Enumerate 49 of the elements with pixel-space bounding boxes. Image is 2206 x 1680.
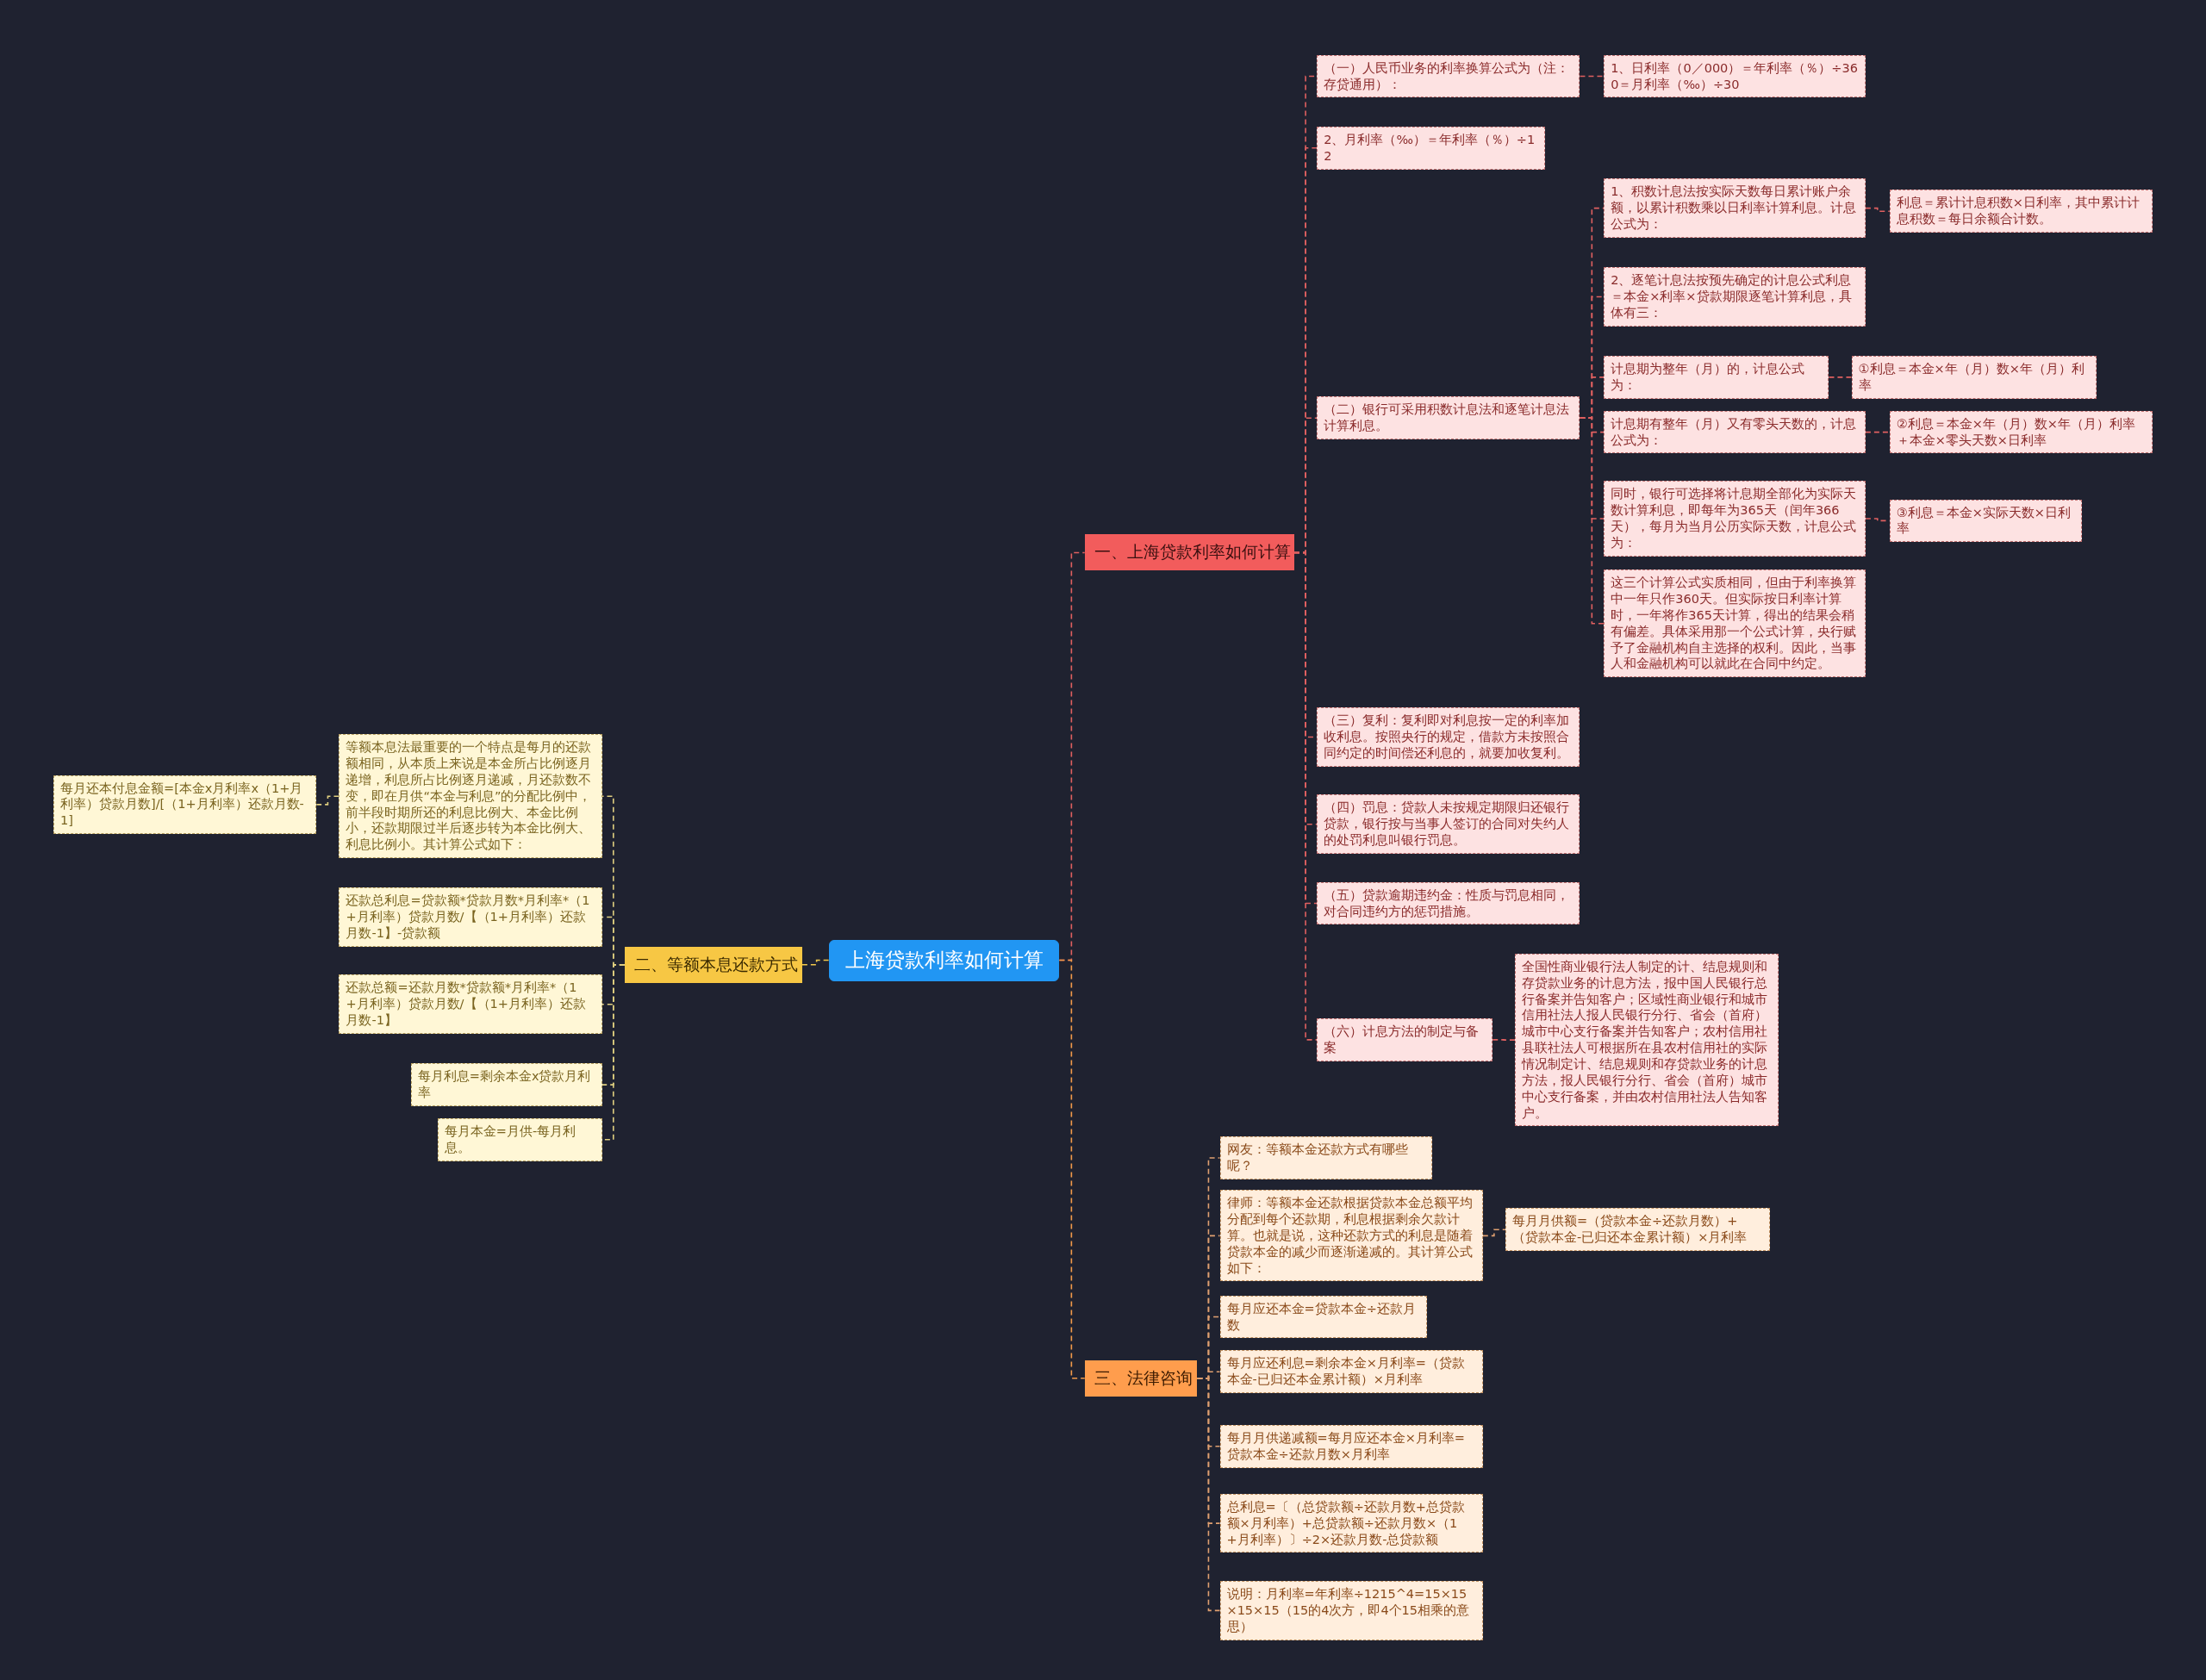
topic-box: 计息期有整年（月）又有零头天数的，计息公式为： bbox=[1604, 410, 1866, 454]
connector-line bbox=[1828, 376, 1853, 378]
topic-box: 同时，银行可选择将计息期全部化为实际天数计算利息，即每年为365天（闰年366天），每月为当月公历实际天数，计息公式为： bbox=[1604, 481, 1866, 557]
topic-box: 1、积数计息法按实际天数每日累计账户余额，以累计积数乘以日利率计算利息。计息公式为： bbox=[1604, 178, 1866, 238]
topic-box: 每月本金=月供-每月利息。 bbox=[437, 1117, 602, 1161]
topic-box: 网友：等额本金还款方式有哪些呢？ bbox=[1219, 1136, 1432, 1179]
topic-box: 还款总额=还款月数*贷款额*月利率*（1+月利率）贷款月数/【（1+月利率）还款月数-1】 bbox=[339, 974, 602, 1034]
topic-box: 这三个计算公式实质相同，但由于利率换算中一年只作360天。但实际按日利率计算时，一年将作365天计算，得出的结果会稍有偏差。具体采用那一个公式计算，央行赋予了金融机构自主选择的权利。因此，当事人和金融机构可以就此在合同中约定。 bbox=[1604, 569, 1866, 678]
topic-box: 每月月供额=（贷款本金÷还款月数）+（贷款本金-已归还本金累计额）×月利率 bbox=[1505, 1208, 1770, 1252]
topic-box: （二）银行可采用积数计息法和逐笔计息法计算利息。 bbox=[1317, 396, 1580, 440]
topic-box: （四）罚息：贷款人未按规定期限归还银行贷款，银行按与当事人签订的合同对失约人的处罚利息叫银行罚息。 bbox=[1317, 794, 1580, 854]
topic-box: 每月利息=剩余本金x贷款月利率 bbox=[410, 1063, 602, 1106]
connector-line bbox=[315, 795, 340, 806]
topic-box: 全国性商业银行法人制定的计、结息规则和存贷款业务的计息方法，报中国人民银行总行备案并告知客户；区域性商业银行和城市信用社法人报人民银行分行、省会（首府）城市中心支行备案并告知客户；农村信用社县联社法人可根据所在县农村信用社的实际情况制定计、结息规则和存贷款业务的计息方法，报人民银行分行、省会（首府）城市中心支行备案，并由农村信用社法人告知客户。 bbox=[1515, 953, 1779, 1127]
topic-box: 律师：等额本金还款根据贷款本金总额平均分配到每个还款期，利息根据剩余欠款计算。也就是说，这种还款方式的利息是随着贷款本金的减少而逐渐递减的。其计算公式如下： bbox=[1219, 1190, 1483, 1282]
topic-box: 1、日利率（0／000）＝年利率（％）÷360＝月利率（‰）÷30 bbox=[1604, 54, 1866, 98]
topic-box: （三）复利：复利即对利息按一定的利率加收利息。按照央行的规定，借款方未按照合同约定的时间偿还利息的，就要加收复利。 bbox=[1317, 707, 1580, 767]
topic-box: 计息期为整年（月）的，计息公式为： bbox=[1604, 356, 1829, 399]
connector-line bbox=[1579, 417, 1605, 625]
topic-box: （六）计息方法的制定与备案 bbox=[1317, 1018, 1493, 1061]
connector-line bbox=[1196, 1378, 1221, 1612]
connector-line bbox=[1579, 75, 1605, 78]
connector-line bbox=[1482, 1229, 1506, 1237]
topic-box: 利息＝累计计息积数×日利率，其中累计计息积数＝每日余额合计数。 bbox=[1889, 190, 2153, 233]
topic-box: 2、逐笔计息法按预先确定的计息公式利息＝本金×利率×贷款期限逐笔计算利息，具体有三： bbox=[1604, 267, 1866, 327]
connector-line bbox=[801, 959, 830, 966]
topic-box: 等额本息法最重要的一个特点是每月的还款额相同，从本质上来说是本金所占比例逐月递增，利息所占比例逐月递减，月还款数不变，即在月供“本金与利息”的分配比例中，前半段时期所还的利息比例大、本金比例小，还款期限过半后逐步转为本金比例大、利息比例小。其计算公式如下： bbox=[339, 734, 602, 859]
topic-box: 总利息=〔（总贷款额÷还款月数+总贷款额×月利率）+总贷款额÷还款月数×（1+月利率）〕÷2×还款月数-总贷款额 bbox=[1219, 1493, 1483, 1553]
central-topic: 上海贷款利率如何计算 bbox=[828, 939, 1060, 981]
branch-topic: 二、等额本息还款方式 bbox=[624, 946, 802, 983]
topic-box: 说明：月利率=年利率÷1215^4=15×15×15×15（15的4次方，即4个15相乘的意思） bbox=[1219, 1581, 1483, 1640]
connector-line bbox=[1058, 959, 1086, 1379]
topic-box: ③利息＝本金×实际天数×日利率 bbox=[1889, 499, 2083, 543]
connector-line bbox=[1293, 551, 1318, 1041]
connector-line bbox=[1492, 1039, 1517, 1041]
topic-box: 每月应还本金=贷款本金÷还款月数 bbox=[1219, 1295, 1427, 1339]
topic-box: （五）贷款逾期违约金：性质与罚息相同，对合同违约方的惩罚措施。 bbox=[1317, 881, 1580, 925]
topic-box: 2、月利率（‰）＝年利率（％）÷12 bbox=[1317, 126, 1545, 170]
topic-box: 还款总利息=贷款额*贷款月数*月利率*（1+月利率）贷款月数/【（1+月利率）还款月数-1】-贷款额 bbox=[339, 887, 602, 947]
topic-box: ①利息＝本金×年（月）数×年（月）利率 bbox=[1851, 356, 2097, 399]
topic-box: 每月应还利息=剩余本金×月利率=（贷款本金-已归还本金累计额）×月利率 bbox=[1219, 1350, 1483, 1394]
connector-line bbox=[1865, 207, 1891, 213]
topic-box: （一）人民币业务的利率换算公式为（注：存贷通用）： bbox=[1317, 54, 1580, 98]
topic-box: ②利息＝本金×年（月）数×年（月）利率＋本金×零头天数×日利率 bbox=[1889, 410, 2153, 454]
topic-box: 每月还本付息金额=[本金x月利率x（1+月利率）贷款月数]/[（1+月利率）还款月数-1] bbox=[53, 775, 317, 835]
branch-topic: 一、上海贷款利率如何计算 bbox=[1084, 534, 1294, 571]
topic-box: 每月月供递减额=每月应还本金×月利率=贷款本金÷还款月数×月利率 bbox=[1219, 1424, 1483, 1468]
connector-line bbox=[1865, 431, 1891, 433]
branch-topic: 三、法律咨询 bbox=[1084, 1360, 1198, 1397]
